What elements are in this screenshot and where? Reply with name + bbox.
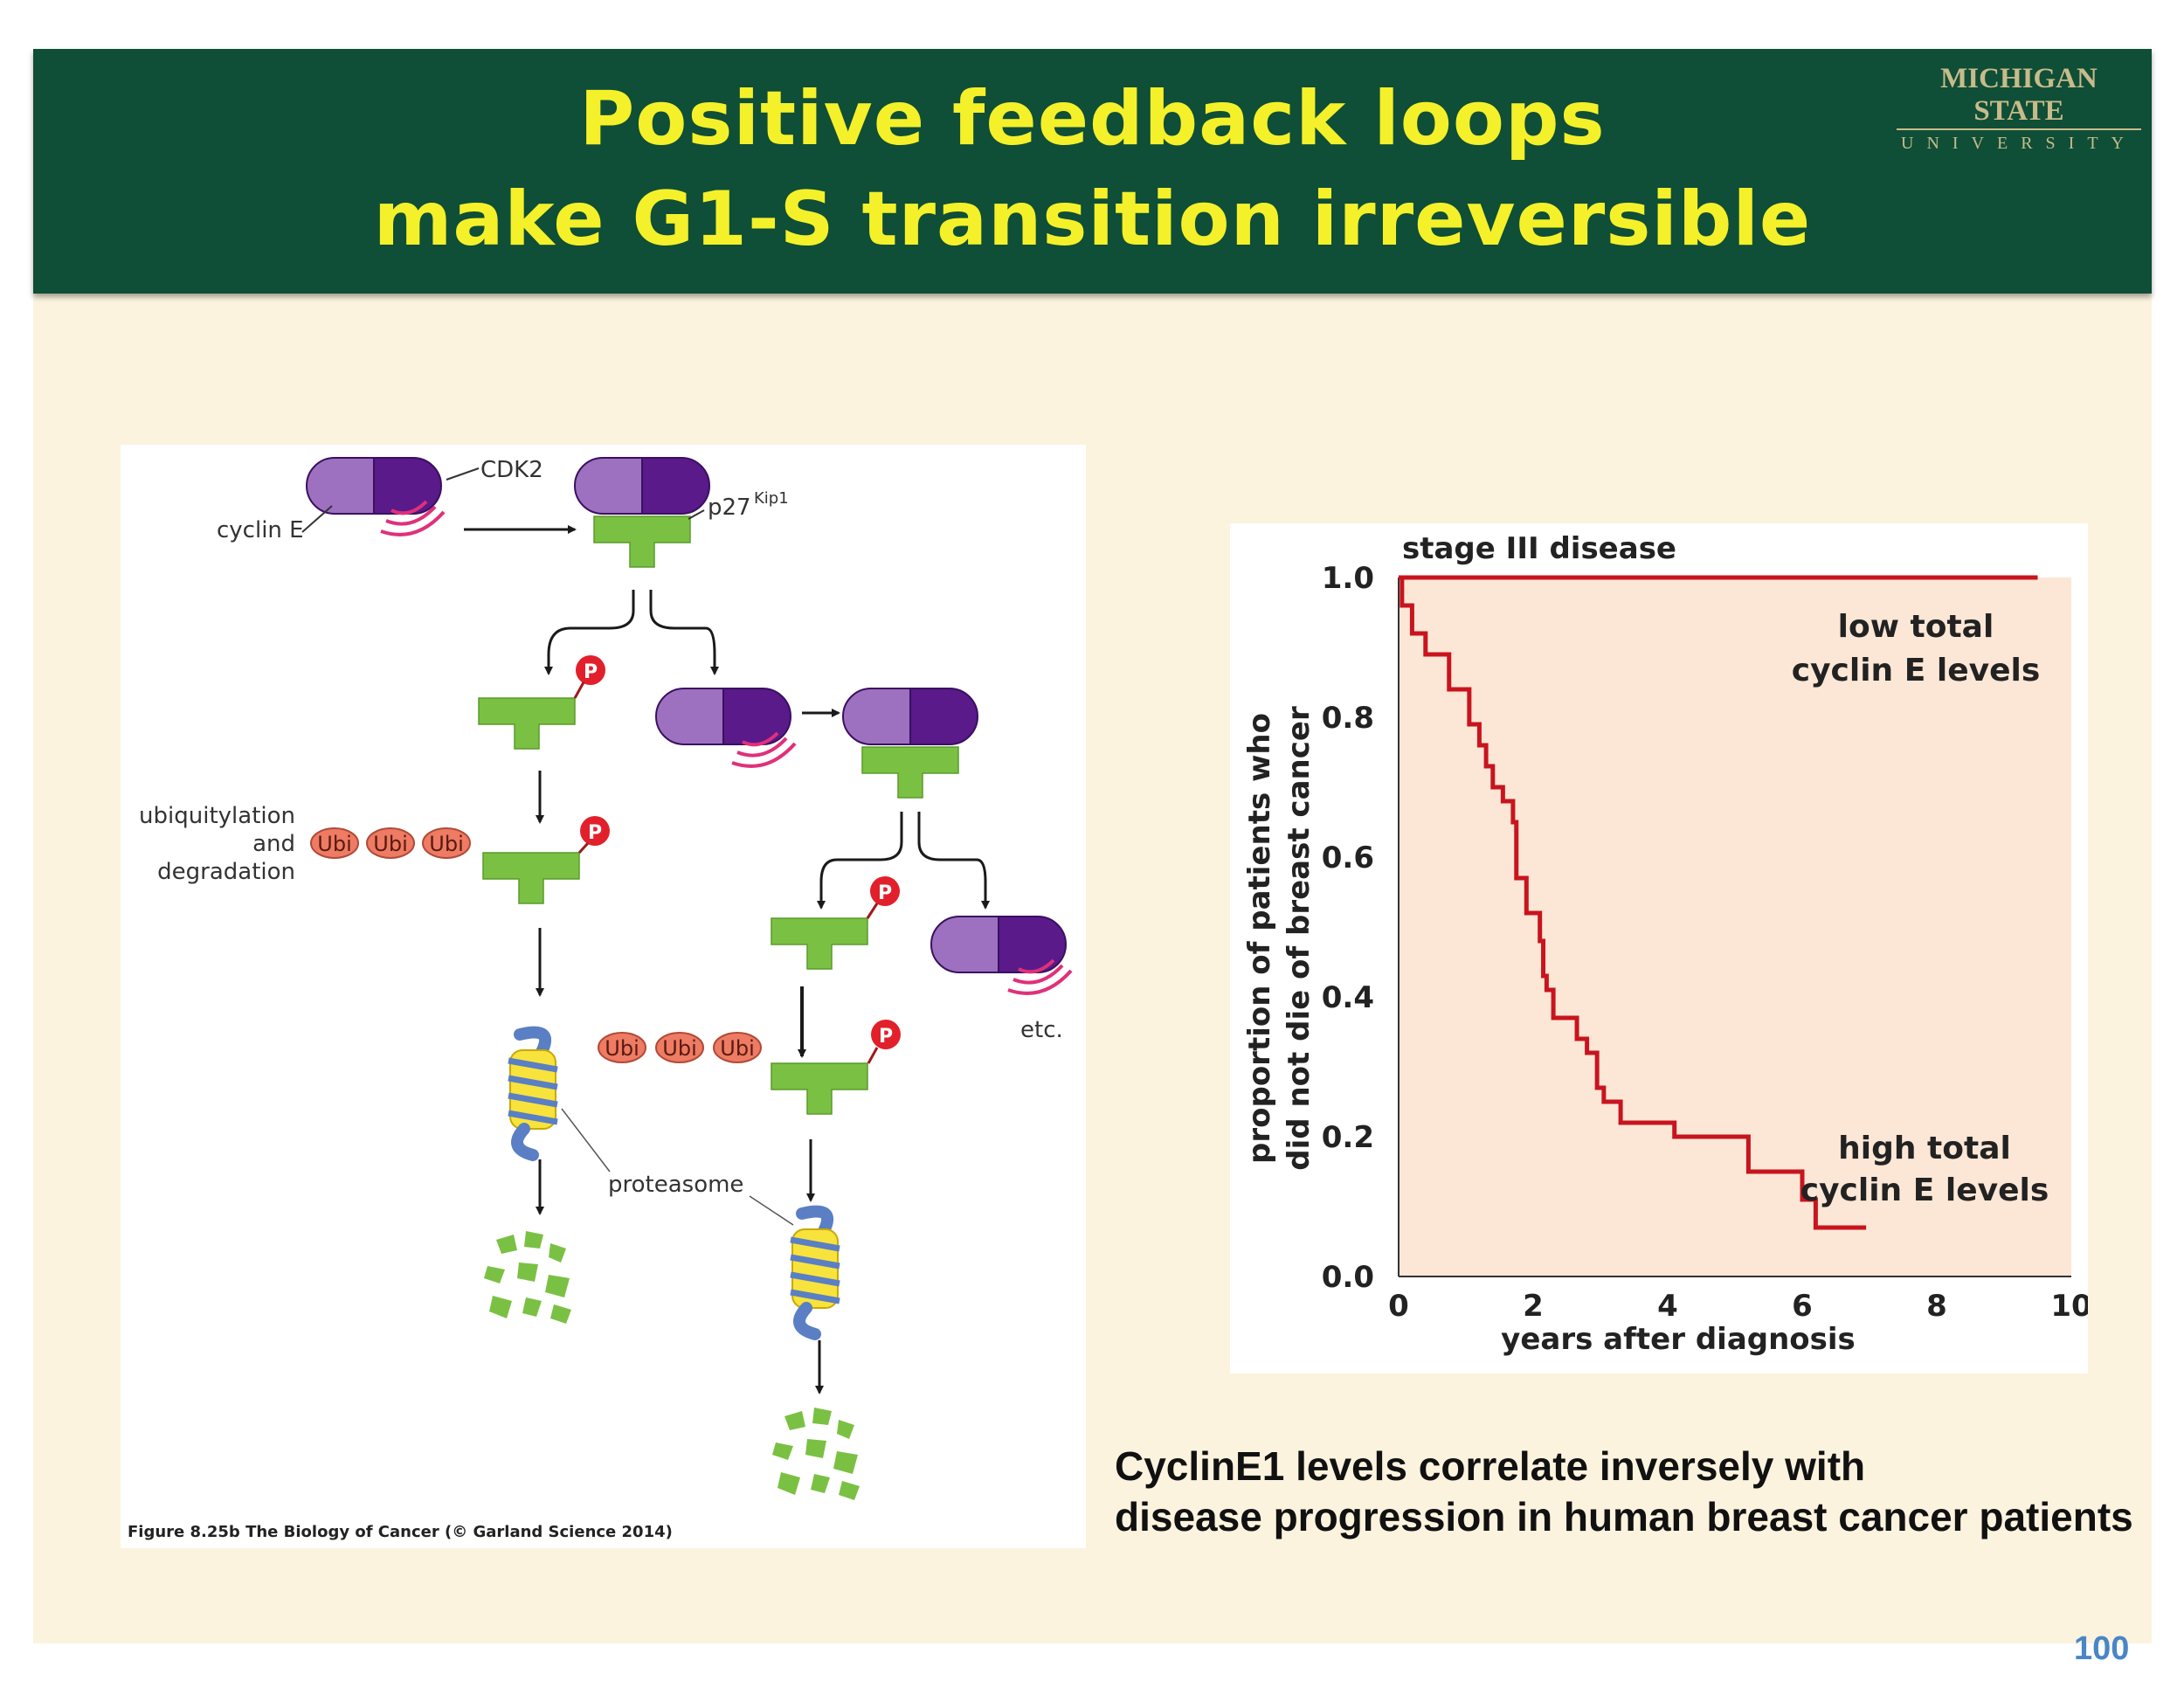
y-tick-labels: 0.0 0.2 0.4 0.6 0.8 1.0	[1322, 561, 1374, 1295]
arrow-phosphorylation-branch-2	[817, 812, 903, 910]
label-ubiquitylation: ubiquitylation	[139, 803, 295, 829]
series-line-high-cyclin-e	[1399, 575, 1867, 1230]
y-tick-label: 0.4	[1322, 980, 1374, 1015]
phosphate-label: P	[588, 822, 602, 844]
p27-protein	[593, 515, 691, 568]
y-tick-label: 0.6	[1322, 841, 1374, 875]
slide: Positive feedback loops make G1-S transi…	[33, 49, 2152, 1667]
x-axis-label: years after diagnosis	[1501, 1322, 1856, 1357]
ubi-label: Ubi	[373, 832, 407, 856]
phosphate-label: P	[879, 1026, 893, 1048]
series-label-high-2: cyclin E levels	[1800, 1173, 2049, 1208]
phosphate-label: P	[878, 882, 892, 904]
label-cyclin-e: cyclin E	[217, 517, 304, 543]
x-tick-labels: 0 2 4 6 8 10	[1388, 1289, 2092, 1324]
x-tick-label: 6	[1792, 1289, 1813, 1324]
p27-degradation-diagram: CDK2 cyclin E p27 Kip1 P	[121, 445, 1086, 1548]
free-cyclin-cdk2	[655, 688, 791, 745]
slide-title-line-1: Positive feedback loops	[579, 75, 1606, 163]
y-axis-label-line-1: proportion of patients who	[1242, 713, 1277, 1164]
series-label-low-2: cyclin E levels	[1792, 653, 2041, 688]
chart-title: stage III disease	[1402, 531, 1676, 566]
arrow-release-branch	[649, 590, 719, 675]
y-tick-label: 0.0	[1322, 1260, 1374, 1295]
logo-wordmark-bottom: UNIVERSITY	[1901, 134, 2137, 153]
caption-line-1: CyclinE1 levels correlate inversely with	[1115, 1443, 1866, 1489]
y-tick-label: 0.2	[1322, 1120, 1374, 1155]
ubi-label: Ubi	[662, 1036, 696, 1061]
phosphate-label: P	[584, 661, 598, 683]
series-label-low-1: low total	[1838, 609, 1994, 645]
cyclin-cdk2-inhibited-complex	[574, 457, 710, 515]
ubi-label: Ubi	[605, 1036, 639, 1061]
proteasome-icon	[791, 1212, 840, 1335]
x-tick-label: 4	[1657, 1289, 1678, 1324]
x-tick-label: 8	[1926, 1289, 1947, 1324]
label-p27: p27	[708, 495, 751, 521]
chart-series	[1399, 575, 2038, 1230]
figure-credit: Figure 8.25b The Biology of Cancer (© Ga…	[128, 1523, 673, 1541]
y-tick-label: 1.0	[1322, 561, 1374, 596]
free-cyclin-cdk2-2	[930, 916, 1067, 973]
y-tick-label: 0.8	[1322, 701, 1374, 736]
x-tick-label: 0	[1388, 1289, 1409, 1324]
survival-chart-svg: stage III disease 0.0 0.2 0.4 0.6 0.8 1.0 0 2 4…	[1242, 531, 2092, 1357]
logo-wordmark-top: MICHIGAN STATE	[1897, 63, 2141, 130]
university-logo: MICHIGAN STATE UNIVERSITY	[1897, 63, 2141, 154]
label-cdk2: CDK2	[480, 457, 543, 483]
proteasome-icon	[508, 1033, 557, 1156]
series-label-high-1: high total	[1838, 1131, 2011, 1166]
arrow-release-branch-2	[917, 812, 990, 910]
label-proteasome: proteasome	[608, 1172, 743, 1198]
ubi-label: Ubi	[317, 832, 351, 856]
slide-caption: CyclinE1 levels correlate inversely with…	[1115, 1441, 2181, 1542]
degraded-fragments-icon	[772, 1408, 860, 1500]
label-degradation: degradation	[157, 859, 295, 885]
phosphorylated-p27	[478, 697, 576, 750]
x-tick-label: 2	[1523, 1289, 1544, 1324]
page-number: 100	[2074, 1630, 2130, 1667]
ubi-label: Ubi	[429, 832, 463, 856]
label-and: and	[252, 831, 295, 857]
caption-line-2: disease progression in human breast canc…	[1115, 1494, 2133, 1539]
chart-axes	[1398, 578, 2071, 1277]
plot-area	[1399, 578, 2071, 1276]
label-kip1: Kip1	[754, 489, 789, 508]
diagram-svg: CDK2 cyclin E p27 Kip1 P	[128, 457, 1073, 1541]
ubiquitylated-p27-2	[771, 1062, 868, 1115]
p27-protein-2	[861, 746, 959, 799]
title-banner: Positive feedback loops make G1-S transi…	[33, 49, 2152, 294]
degraded-fragments-icon	[484, 1231, 571, 1324]
ubi-label: Ubi	[720, 1036, 754, 1061]
slide-title-line-2: make G1-S transition irreversible	[373, 176, 1812, 263]
phosphorylated-p27-2	[771, 917, 868, 970]
x-tick-label: 10	[2050, 1289, 2088, 1324]
label-etc: etc.	[1020, 1017, 1063, 1043]
ubiquitylated-p27	[482, 852, 580, 904]
cyclin-cdk2-inhibited-complex-2	[842, 688, 978, 745]
arrow-phosphorylation-branch	[544, 590, 635, 675]
y-axis-label-line-2: did not die of breast cancer	[1282, 706, 1317, 1171]
survival-chart: stage III disease 0.0 0.2 0.4 0.6 0.8 1.0 0 2 4…	[1230, 523, 2092, 1373]
